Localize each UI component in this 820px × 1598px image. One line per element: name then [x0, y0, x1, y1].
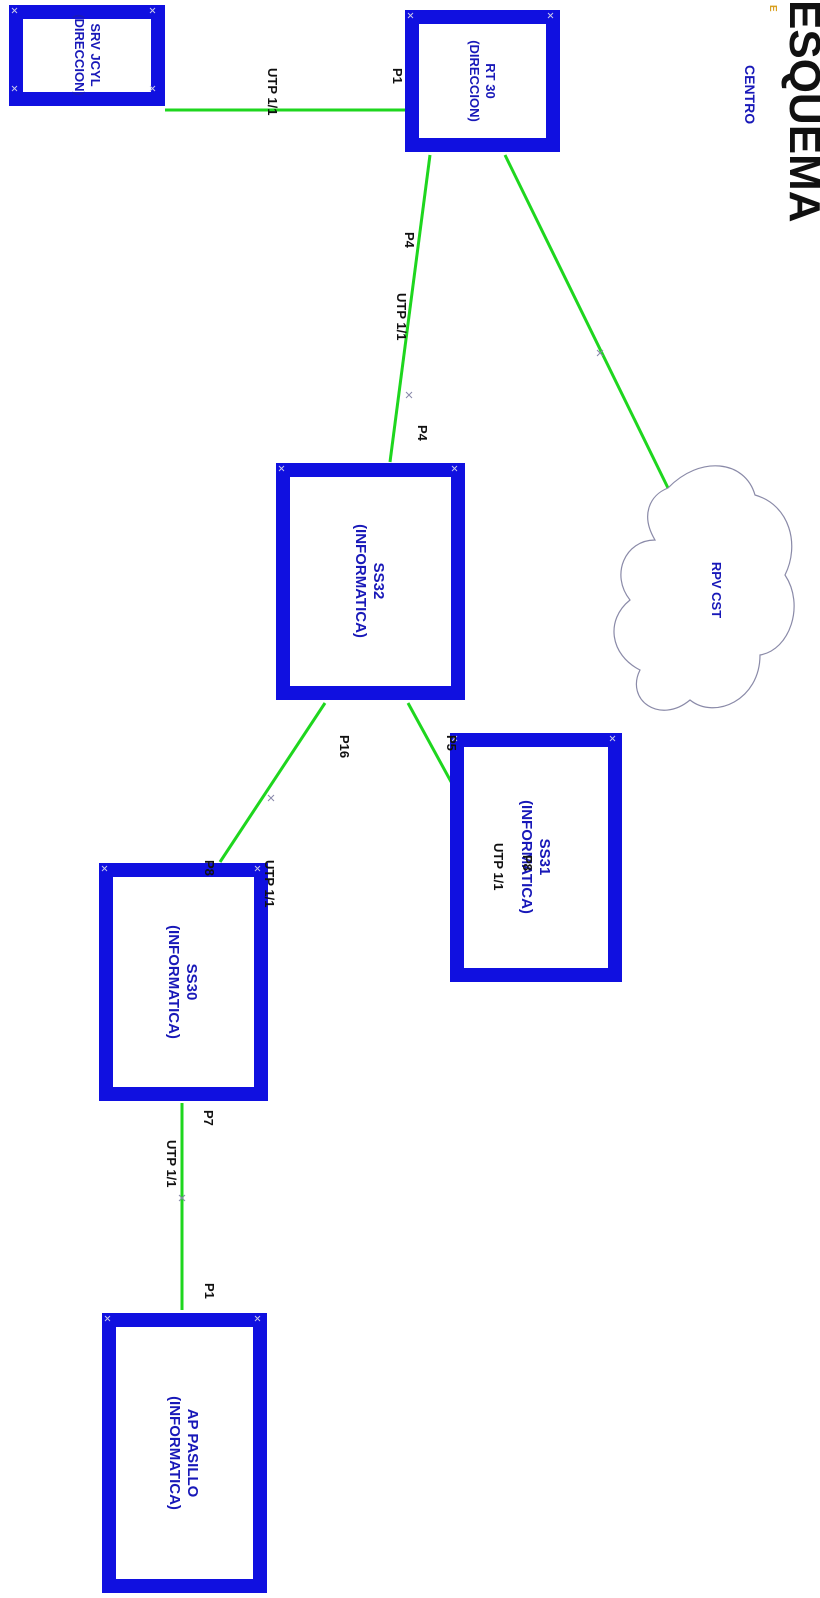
port-label: P7 — [201, 1110, 216, 1126]
cable-label: UTP 1/1 — [262, 860, 277, 907]
node-srv-jcyl[interactable]: SRV JCYL (DIRECCION) — [9, 5, 165, 106]
node-area: (DIRECCION) — [467, 40, 482, 122]
header: ESQUEMA E CENTRO — [742, 0, 820, 222]
node-area: (INFORMATICA) — [165, 925, 182, 1039]
port-label: P1 — [202, 1283, 217, 1299]
port-label: P4 — [402, 232, 417, 249]
node-ap-pasillo[interactable]: AP PASILLO (INFORMATICA) — [102, 1313, 267, 1593]
node-rpv-cloud[interactable]: RPV CST — [613, 465, 795, 711]
node-rt30[interactable]: RT 30 (DIRECCION) — [405, 10, 560, 152]
port-label: P8 — [202, 860, 217, 876]
link-labels: P1 UTP 1/1 P4 UTP 1/1 P4 P5 UTP 1/1 P8 P… — [164, 68, 535, 1299]
node-ss31[interactable]: SS31 (INFORMATICA) — [450, 733, 622, 982]
node-name: RT 30 — [483, 63, 498, 98]
port-label: P5 — [444, 735, 459, 751]
header-centro: CENTRO — [742, 65, 758, 124]
links — [165, 108, 670, 1310]
node-area: (DIRECCION) — [72, 14, 87, 96]
node-area: (INFORMATICA) — [352, 524, 369, 638]
link-marks — [178, 349, 604, 1202]
link-rt30-rpv — [503, 154, 670, 489]
node-corner-marks — [11, 7, 616, 1322]
cable-label: UTP 1/1 — [164, 1140, 179, 1187]
node-ss30[interactable]: SS30 (INFORMATICA) — [99, 863, 268, 1101]
node-name: SRV JCYL — [88, 23, 103, 86]
node-name: SS30 — [183, 964, 200, 1001]
page-title-partial: ESQUEMA — [780, 0, 820, 222]
port-label: P4 — [415, 425, 430, 442]
link-rt30-ss32 — [388, 154, 432, 463]
small-mark: E — [767, 5, 778, 12]
cable-label: UTP 1/1 — [491, 843, 506, 890]
node-name: SS31 — [536, 839, 553, 876]
port-label: P1 — [390, 68, 405, 84]
cloud-label: RPV CST — [709, 562, 724, 618]
node-name: AP PASILLO — [184, 1409, 201, 1498]
port-label: P16 — [337, 735, 352, 758]
cloud-shape — [613, 465, 795, 711]
port-label: P8 — [520, 855, 535, 871]
node-area: (INFORMATICA) — [518, 800, 535, 914]
node-area: (INFORMATICA) — [166, 1396, 183, 1510]
cable-label: UTP 1/1 — [394, 293, 409, 340]
link-ss32-ss30 — [218, 702, 327, 863]
node-name: SS32 — [370, 563, 387, 600]
node-ss32[interactable]: SS32 (INFORMATICA) — [276, 463, 465, 700]
cable-label: UTP 1/1 — [265, 68, 280, 115]
